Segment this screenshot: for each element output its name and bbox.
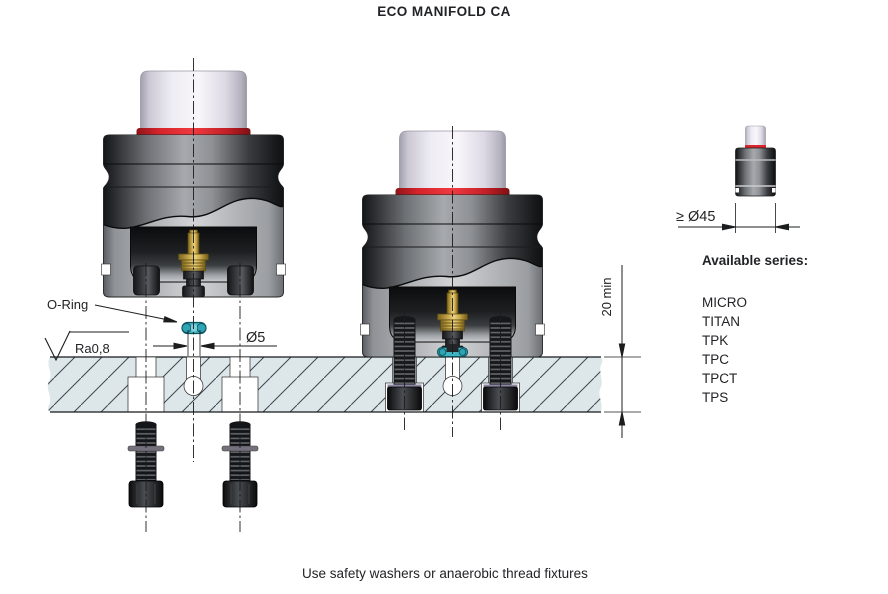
loose-mounting-screws [127, 421, 259, 508]
clearance-extension-lines [735, 203, 776, 233]
leader-arrowhead [163, 316, 179, 326]
small-clamp [735, 125, 776, 197]
dimension-arrowhead [618, 343, 626, 358]
plate-thickness-label: 20 min [599, 277, 614, 316]
o-ring-label: O-Ring [47, 297, 88, 312]
series-item-titan: TITAN [702, 314, 740, 329]
dimension-arrowhead [618, 411, 626, 426]
small-clamp-red-ring [745, 145, 766, 148]
dimension-arrowhead [200, 342, 215, 350]
surface-roughness-label: Ra0,8 [75, 341, 110, 356]
o-ring [181, 321, 207, 335]
mounting-plate [47, 356, 603, 413]
small-clamp-body [735, 147, 776, 197]
left-clamp-dowel-pins [133, 265, 254, 296]
series-item-tps: TPS [702, 390, 728, 405]
series-item-micro: MICRO [702, 295, 747, 310]
available-series-heading: Available series: [702, 253, 808, 268]
o-ring-leader-line [94, 304, 167, 320]
surface-roughness-symbol [44, 330, 129, 362]
left-clamp [102, 71, 286, 297]
clearance-diameter-label: ≥ Ø45 [676, 209, 715, 225]
small-clamp-cap [745, 125, 766, 149]
dimension-graphics [44, 203, 800, 438]
hole-diameter-label: Ø5 [246, 330, 265, 346]
series-item-tpk: TPK [702, 333, 728, 348]
dia5-extension-lines [187, 330, 201, 356]
centerlines [145, 58, 501, 532]
footer-note: Use safety washers or anaerobic thread f… [302, 566, 588, 581]
dimension-arrowhead [775, 223, 789, 231]
dimension-arrowhead [173, 342, 188, 350]
page-title: ECO MANIFOLD CA [377, 4, 511, 19]
series-item-tpct: TPCT [702, 371, 737, 386]
series-item-tpc: TPC [702, 352, 729, 367]
dimension-arrowhead [722, 223, 736, 231]
